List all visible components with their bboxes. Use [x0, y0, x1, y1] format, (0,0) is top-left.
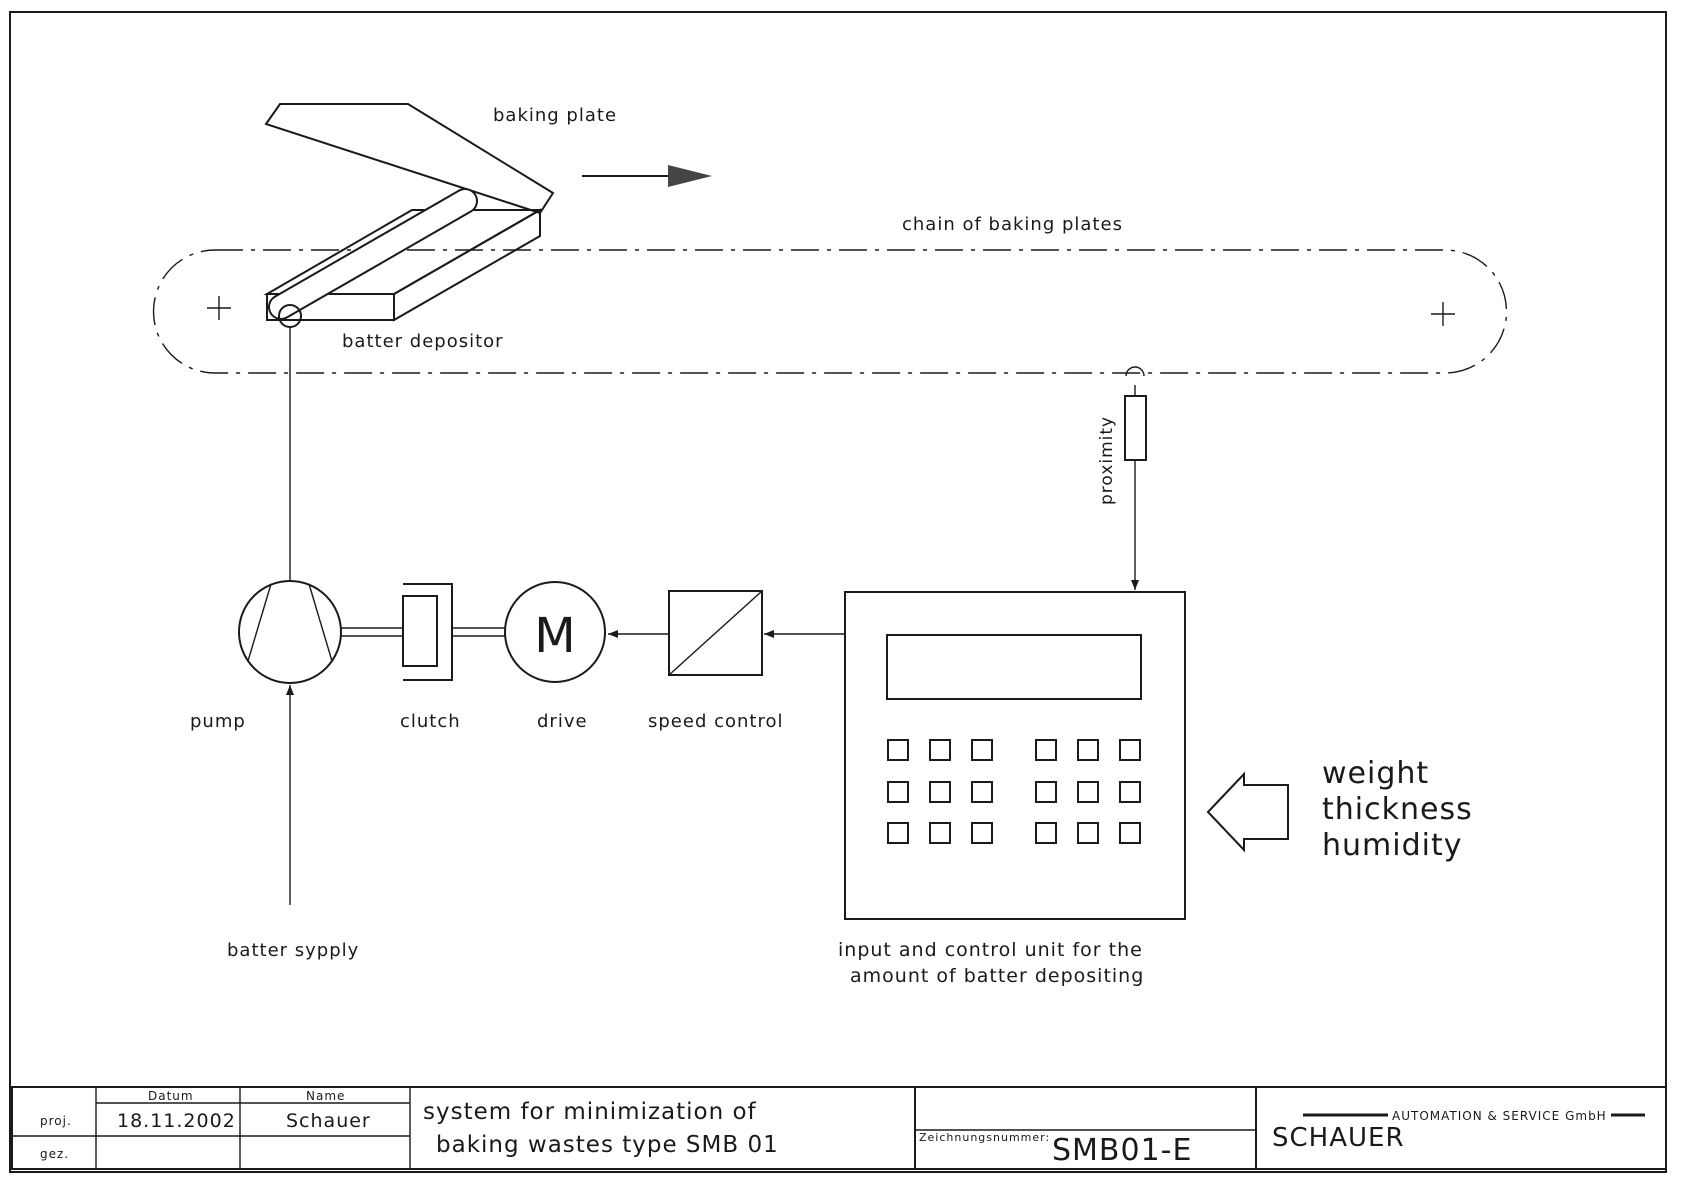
supply-label: batter sypply — [227, 940, 359, 961]
batter-depositor — [268, 188, 478, 328]
row-gez: gez. — [40, 1147, 69, 1161]
input-weight: weight — [1322, 756, 1429, 791]
control-unit-keypad — [887, 739, 1141, 844]
row-proj: proj. — [40, 1114, 72, 1128]
proximity-label: proximity — [1097, 416, 1117, 505]
chain-label: chain of baking plates — [902, 214, 1123, 235]
baking-plate — [263, 103, 555, 322]
speed-control-label: speed control — [648, 711, 784, 732]
chain-loop — [152, 249, 1508, 374]
drawing-title-line1: system for minimization of — [423, 1099, 757, 1125]
clutch-icon — [402, 583, 453, 681]
pump-label: pump — [190, 711, 246, 732]
drawing-title-line2: baking wastes type SMB 01 — [436, 1132, 779, 1158]
baking-plate-label: baking plate — [493, 105, 617, 126]
control-unit-label-2: amount of batter depositing — [850, 965, 1144, 987]
company-subtitle: AUTOMATION & SERVICE GmbH — [1392, 1109, 1607, 1123]
company-name: SCHAUER — [1272, 1123, 1405, 1153]
input-thickness: thickness — [1322, 792, 1473, 827]
proximity-sensor — [1124, 366, 1147, 590]
input-arrow-icon — [1206, 771, 1289, 853]
depositor-label: batter depositor — [342, 331, 504, 352]
name-value: Schauer — [286, 1110, 371, 1132]
drawing-number-label: Zeichnungsnummer: — [919, 1131, 1050, 1144]
control-unit — [844, 591, 1186, 920]
title-block — [11, 1086, 1667, 1170]
clutch-label: clutch — [400, 711, 461, 732]
company-logo: SCHAUER AUTOMATION & SERVICE GmbH — [1272, 1109, 1645, 1153]
motor-symbol: M — [534, 608, 575, 664]
input-humidity: humidity — [1322, 828, 1462, 863]
control-unit-display — [886, 634, 1142, 700]
right-sprocket-icon — [1431, 302, 1455, 326]
direction-arrow-icon — [582, 165, 712, 187]
date-value: 18.11.2002 — [117, 1110, 236, 1132]
col-datum: Datum — [148, 1089, 194, 1103]
col-name: Name — [306, 1089, 345, 1103]
drawing-border — [9, 11, 1667, 1173]
speed-control-icon — [668, 590, 763, 676]
pump-icon — [238, 580, 342, 684]
control-unit-label-1: input and control unit for the — [838, 939, 1143, 961]
drawing-number: SMB01-E — [1052, 1133, 1192, 1168]
drive-motor-icon: M — [504, 581, 606, 683]
left-sprocket-icon — [207, 296, 231, 320]
drive-label: drive — [537, 711, 588, 732]
